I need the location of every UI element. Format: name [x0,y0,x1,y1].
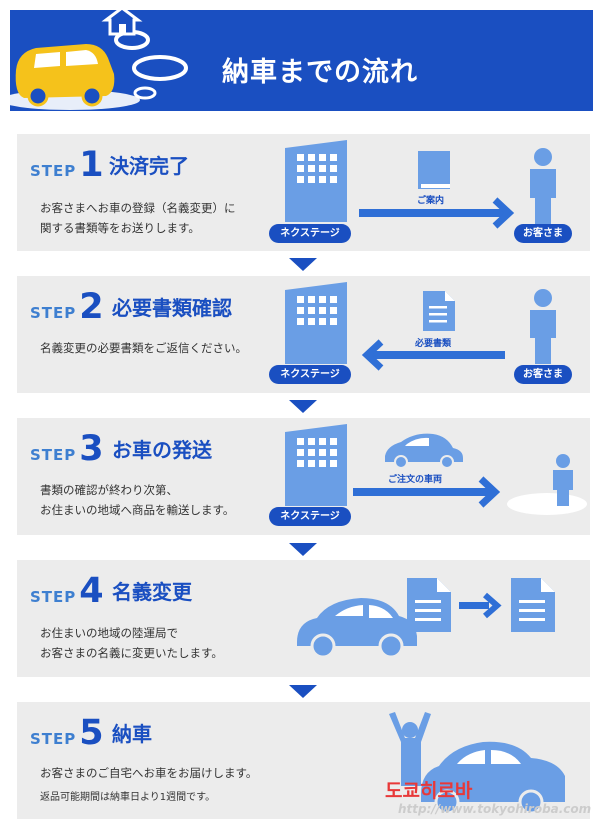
down-arrow-icon [289,258,317,271]
book-icon [418,151,450,189]
step-5-diagram [389,712,565,815]
step-number: 5 [79,713,104,753]
car-icon [297,598,417,659]
right-arrow-icon [359,197,515,229]
step-4-panel: STEP4 名義変更 お住まいの地域の陸運局で お客さまの名義に変更いたします。 [17,560,590,677]
step-5-description: お客さまのご自宅へお車をお届けします。 [40,766,258,780]
step-4-diagram [297,578,555,659]
car-house-illustration [10,10,188,110]
step-3-panel: STEP3 お車の発送 書類の確認が終わり次第、 お住まいの地域へ商品を輸送しま… [17,418,590,535]
header-banner: 納車までの流れ [10,10,593,111]
step-1-label: STEP1 [30,145,104,185]
step-4-label: STEP4 [30,571,104,611]
step-2-label: STEP2 [30,287,104,327]
step-3-description: 書類の確認が終わり次第、 お住まいの地域へ商品を輸送します。 [40,483,235,517]
car-icon [421,741,565,815]
step-1-panel: STEP1 決済完了 お客さまへお車の登録（名義変更）に 関する書類等をお送りし… [17,134,590,251]
step-2-panel: STEP2 必要書類確認 名義変更の必要書類をご返信ください。 必要書類 ネ [17,276,590,393]
step-3-label: STEP3 [30,429,104,469]
step-3-diagram [285,424,587,515]
step-2-arrow-label: 必要書類 [415,339,452,349]
document-icon [511,578,555,632]
step-word: STEP [30,730,77,748]
watermark-url: http://www.tokyohiroba.com [398,802,592,816]
step-4-title: 名義変更 [112,580,192,604]
right-arrow-icon [353,476,501,508]
car-icon [385,433,463,469]
right-arrow-icon [459,592,502,619]
step-1-description: お客さまへお車の登録（名義変更）に 関する書類等をお送りします。 [40,201,236,235]
company-badge: ネクステージ [269,365,351,384]
company-badge: ネクステージ [269,224,351,243]
step-2-title: 必要書類確認 [112,296,232,320]
person-icon [530,148,556,226]
building-icon [285,282,347,364]
step-number: 2 [79,287,104,327]
document-icon [423,291,455,331]
step-word: STEP [30,588,77,606]
building-icon [285,140,347,222]
step-5-label: STEP5 [30,713,104,753]
left-arrow-icon [361,339,505,371]
down-arrow-icon [289,543,317,556]
step-3-title: お車の発送 [112,438,212,462]
document-icon [407,578,451,632]
step-1-title: 決済完了 [109,154,189,178]
step-4-description: お住まいの地域の陸運局で お客さまの名義に変更いたします。 [40,626,223,660]
building-icon [285,424,347,506]
step-word: STEP [30,446,77,464]
step-number: 1 [79,145,104,185]
step-word: STEP [30,162,77,180]
step-5-panel: STEP5 納車 お客さまのご自宅へお車をお届けします。 返品可能期間は納車日よ… [17,702,590,819]
step-2-description: 名義変更の必要書類をご返信ください。 [40,341,247,355]
person-icon [530,289,556,364]
step-word: STEP [30,304,77,322]
watermark-brand: 도쿄히로바 [385,780,473,802]
step-number: 3 [79,429,104,469]
page-title: 納車までの流れ [222,57,418,88]
person-cheering-icon [389,712,431,786]
customer-badge: お客さま [514,224,572,243]
step-2-diagram [285,282,556,371]
customer-badge: お客さま [514,365,572,384]
step-number: 4 [79,571,104,611]
down-arrow-icon [289,400,317,413]
person-on-spotlight-icon [507,454,587,515]
step-5-title: 納車 [112,722,152,746]
step-3-arrow-label: ご注文の車両 [388,475,443,485]
company-badge: ネクステージ [269,507,351,526]
step-1-diagram [285,140,556,229]
down-arrow-icon [289,685,317,698]
step-1-arrow-label: ご案内 [417,196,445,206]
step-5-note: 返品可能期間は納車日より1週間です。 [40,792,216,803]
